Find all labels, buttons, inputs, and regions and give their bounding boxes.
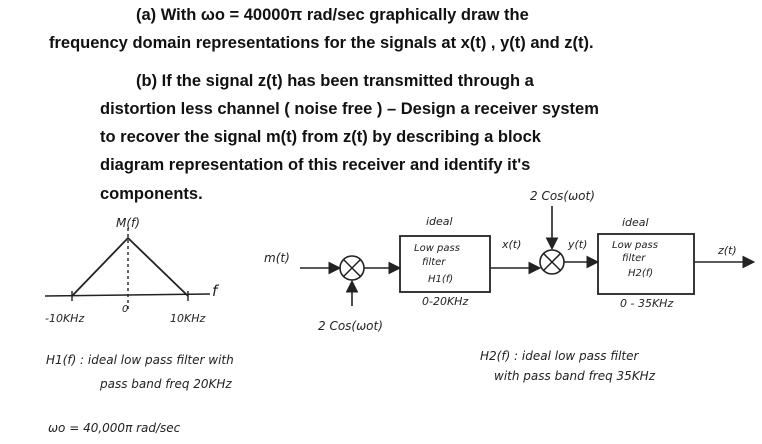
question-b-line-3: to recover the signal m(t) from z(t) by … [100,128,541,146]
h1-note-line-2: pass band freq 20KHz [99,377,232,391]
filter-2-ideal: ideal [622,216,649,229]
spectrum-x-label: f [212,282,220,300]
lowpass-filter-1: ideal Low pass filter H1(f) 0-20KHz [399,215,491,308]
spectrum-triangle [71,236,189,297]
h2-note-line-2: with pass band freq 35KHz [494,369,656,383]
y-signal-label: y(t) [567,238,587,251]
x-signal-label: x(t) [501,238,521,251]
question-a-line-1: (a) With ωo = 40000π rad/sec graphically… [136,6,529,24]
h2-note-line-1: H2(f) : ideal low pass filter [480,349,640,363]
spectrum-origin-label: 0 [122,304,128,315]
question-b-line-2: distortion less channel ( noise free ) –… [100,100,599,118]
omega-note: ωo = 40,000π rad/sec [48,421,181,435]
filter-2-name: H2(f) [628,268,653,279]
input-signal-label: m(t) [264,251,290,265]
output-signal-label: z(t) [717,244,737,257]
filter-1-name: H1(f) [428,274,453,285]
mixer-2-oscillator-label: 2 Cos(ωot) [530,189,595,203]
filter-1-word: filter [422,257,446,268]
spectrum-left-tick: -10KHz [45,312,84,325]
receiver-diagram: m(t) 2 Cos(ωot) ideal Low pass filter H1… [264,189,756,333]
lowpass-filter-2: ideal Low pass filter H2(f) 0 - 35KHz [597,216,695,310]
mixer-2 [539,249,565,275]
spectrum-y-label: M(f) [116,216,140,230]
filter-1-ideal: ideal [426,215,453,228]
spectrum-right-tick: 10KHz [170,312,205,325]
filter-2-type: Low pass [612,240,658,251]
question-a-line-2: frequency domain representations for the… [49,34,594,52]
filter-1-band: 0-20KHz [422,295,468,308]
question-b-line-1: (b) If the signal z(t) has been transmit… [136,72,534,90]
mixer-1-oscillator-label: 2 Cos(ωot) [318,319,383,333]
handwritten-notes: H1(f) : ideal low pass filter with pass … [46,349,656,435]
spectrum-sketch: M(f) f 0 -10KHz 10KHz [44,216,220,325]
question-b-line-5: components. [100,185,203,203]
question-b-line-4: diagram representation of this receiver … [100,156,531,174]
h1-note-line-1: H1(f) : ideal low pass filter with [46,353,234,367]
filter-1-type: Low pass [414,243,460,254]
filter-2-band: 0 - 35KHz [620,297,673,310]
mixer-1 [339,255,365,281]
filter-2-word: filter [622,253,646,264]
